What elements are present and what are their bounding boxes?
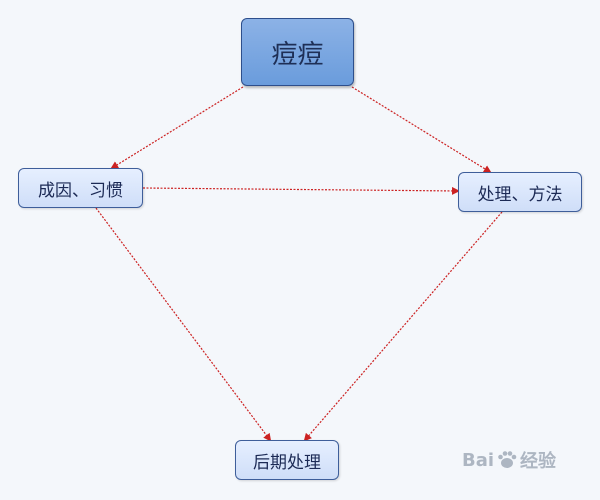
node-aftercare-label: 后期处理 xyxy=(253,452,321,473)
node-cause-habits-label: 成因、习惯 xyxy=(38,180,123,201)
edge-cause-to-treat xyxy=(142,186,460,195)
edge-treat-to-after xyxy=(303,211,503,442)
paw-icon xyxy=(498,451,517,468)
node-aftercare[interactable]: 后期处理 xyxy=(235,440,339,480)
edge-root-to-cause xyxy=(110,86,244,170)
baidu-jingyan-watermark: Bai 经验 xyxy=(462,440,592,480)
watermark-brand-left: Bai xyxy=(462,449,495,471)
edge-cause-to-after xyxy=(95,207,272,442)
node-cause-habits[interactable]: 成因、习惯 xyxy=(18,168,143,208)
watermark-brand-right: 经验 xyxy=(520,451,557,472)
edge-root-to-treat xyxy=(351,86,492,174)
node-treatment-methods-label: 处理、方法 xyxy=(477,184,563,205)
root-node-label: 痘痘 xyxy=(271,39,324,70)
root-node[interactable]: 痘痘 xyxy=(241,18,354,86)
node-treatment-methods[interactable]: 处理、方法 xyxy=(458,172,582,212)
